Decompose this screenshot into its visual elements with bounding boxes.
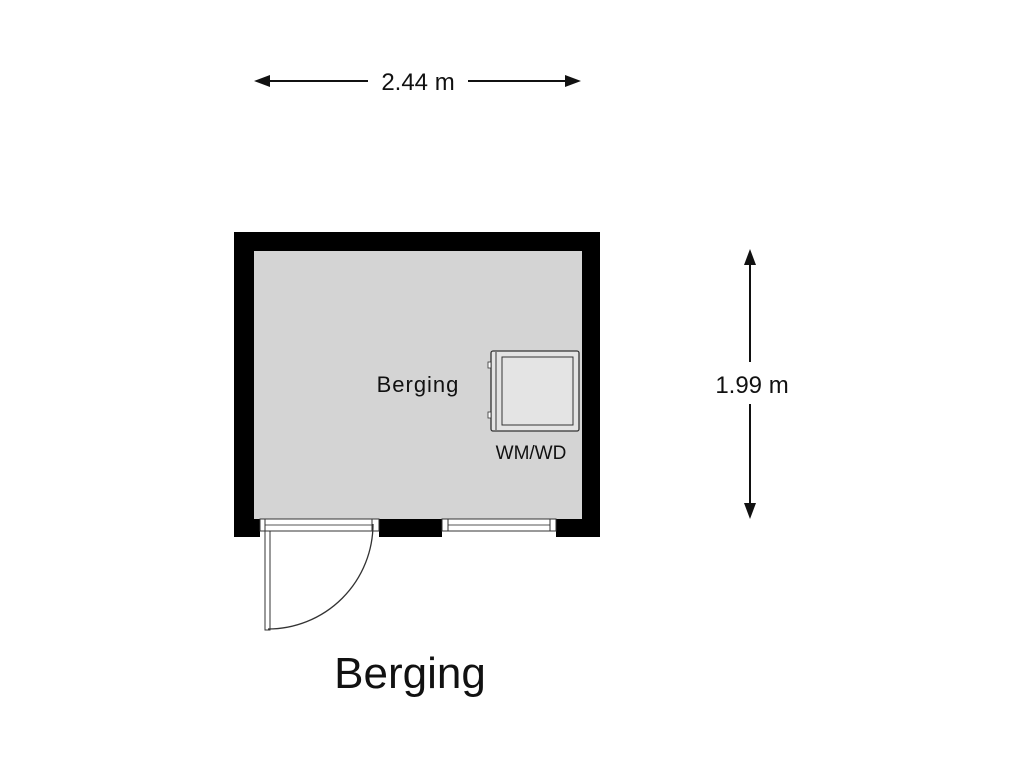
appliance-knob-top <box>487 361 492 369</box>
door-jamb-left <box>259 518 266 532</box>
wall-bottom-right-stub <box>556 519 600 537</box>
width-dimension-arrow-right <box>565 75 581 87</box>
room-label: Berging <box>377 372 460 397</box>
width-dimension: 2.44 m <box>254 69 581 96</box>
wall-top <box>234 232 600 251</box>
appliance-top <box>501 356 574 426</box>
height-dimension-arrow-bottom <box>744 503 756 519</box>
door <box>264 523 374 631</box>
width-dimension-label: 2.44 m <box>381 69 454 96</box>
window-jamb-right <box>549 518 557 532</box>
width-dimension-arrow-left <box>254 75 270 87</box>
wall-bottom-middle <box>379 519 442 537</box>
height-dimension-arrow-top <box>744 249 756 265</box>
floor-title: Berging <box>334 649 486 698</box>
door-jamb-right <box>371 518 380 532</box>
height-dimension: 1.99 m <box>715 249 789 519</box>
height-dimension-label: 1.99 m <box>715 372 788 399</box>
wall-bottom-left-stub <box>234 519 260 537</box>
door-frame <box>259 518 380 532</box>
wall-right <box>582 232 600 537</box>
door-swing-arc <box>267 523 374 630</box>
window-jamb-left <box>441 518 449 532</box>
appliance-knob-bottom <box>487 411 492 419</box>
washing-machine-icon <box>487 350 580 432</box>
door-leaf <box>264 530 271 631</box>
walls <box>234 232 600 537</box>
window <box>441 518 557 532</box>
appliance-label: WM/WD <box>496 443 567 464</box>
wall-left <box>234 232 254 537</box>
